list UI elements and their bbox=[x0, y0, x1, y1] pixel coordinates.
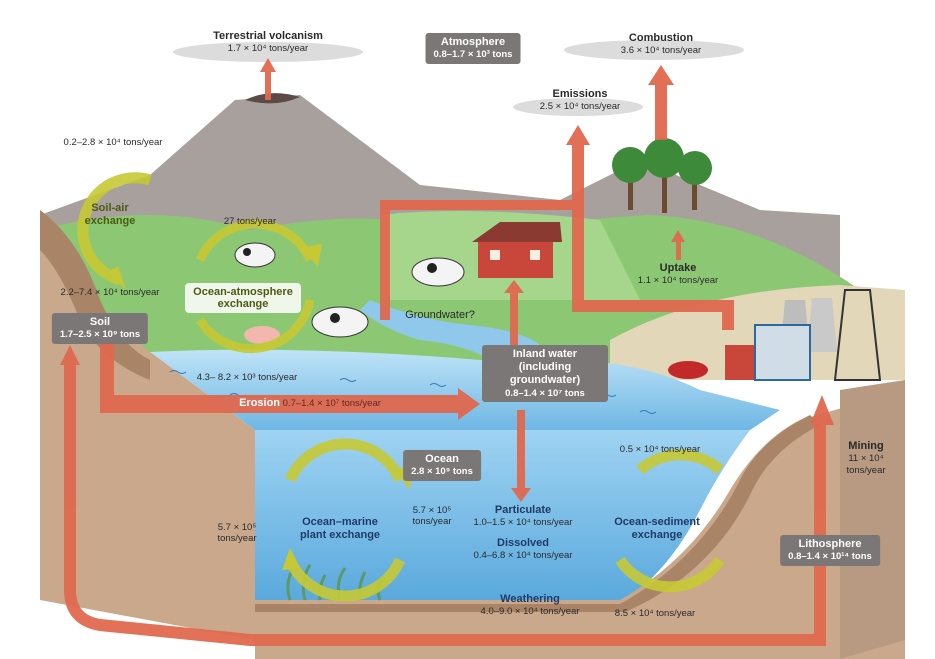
soil-air-exchange-text: Soil-air exchange bbox=[84, 202, 136, 228]
atmosphere-title: Atmosphere bbox=[440, 36, 506, 48]
arrow-erosion bbox=[100, 330, 114, 405]
groundwater-label: Groundwater? bbox=[405, 309, 475, 321]
weathering-rate: 4.0–9.0 × 10⁴ tons/year bbox=[480, 606, 580, 618]
arrow-uptake bbox=[676, 240, 681, 260]
soil-air-exchange-label: Soil-air exchange bbox=[75, 202, 145, 228]
erosion-rate: 0.7–1.4 × 10⁷ tons/year bbox=[282, 398, 381, 409]
arrow-volcanism bbox=[265, 70, 271, 100]
ocean-marine-rate-left: 5.7 × 10⁵ tons/year bbox=[217, 522, 257, 545]
arrow-emissions bbox=[572, 140, 584, 310]
ocean-atmosphere-rate-top: 27 tons/year bbox=[223, 216, 277, 227]
ocean-sediment-exchange-label: Ocean-sediment exchange bbox=[607, 516, 707, 542]
trees bbox=[612, 138, 712, 213]
lithosphere-title: Lithosphere bbox=[798, 538, 862, 550]
ocean-sediment-rate-top: 0.5 × 10⁴ tons/year bbox=[619, 444, 701, 455]
loop-soil-air bbox=[77, 172, 152, 286]
soil-title: Soil bbox=[89, 316, 111, 328]
mining-title: Mining bbox=[848, 440, 884, 452]
dissolved-title: Dissolved bbox=[497, 537, 549, 549]
arrow-inland-water-up bbox=[510, 290, 518, 345]
soil-box: Soil 1.7–2.5 × 10⁹ tons bbox=[51, 313, 149, 344]
lithosphere-amount: 0.8–1.4 × 10¹⁴ tons bbox=[788, 551, 872, 563]
ocean-marine-exchange-text: Ocean–marine plant exchange bbox=[299, 516, 381, 542]
loop-ocean-marine bbox=[284, 438, 406, 602]
bedrock-right-face bbox=[840, 380, 905, 659]
soil-air-rate-top: 0.2–2.8 × 10⁴ tons/year bbox=[63, 137, 163, 148]
ocean-sediment-rate-bottom: 8.5 × 10⁴ tons/year bbox=[614, 608, 696, 619]
terrestrial-volcanism-rate: 1.7 × 10⁴ tons/year bbox=[227, 43, 309, 55]
label-uptake: Uptake 1.1 × 10⁴ tons/year bbox=[638, 262, 718, 287]
emissions-title: Emissions bbox=[552, 88, 608, 100]
exchange-arrows bbox=[77, 172, 725, 602]
combustion-title: Combustion bbox=[628, 32, 694, 44]
arrow-weathering bbox=[64, 360, 826, 646]
combustion-rate: 3.6 × 10⁴ tons/year bbox=[620, 45, 702, 57]
farm-house bbox=[472, 222, 562, 278]
volcano-crater bbox=[245, 93, 300, 104]
mining-rate: 11 × 10⁴ tons/year bbox=[846, 453, 886, 476]
label-erosion: Erosion 0.7–1.4 × 10⁷ tons/year bbox=[239, 397, 381, 410]
label-weathering: Weathering 4.0–9.0 × 10⁴ tons/year bbox=[481, 593, 580, 618]
soil-amount: 1.7–2.5 × 10⁹ tons bbox=[59, 329, 141, 341]
label-combustion: Combustion 3.6 × 10⁴ tons/year bbox=[621, 32, 701, 57]
ocean-amount: 2.8 × 10⁹ tons bbox=[411, 466, 473, 478]
inland-water-box: Inland water (including groundwater) 0.8… bbox=[482, 345, 608, 402]
sediment-layer bbox=[255, 390, 905, 659]
ocean-title: Ocean bbox=[425, 453, 459, 465]
animals bbox=[234, 242, 465, 344]
particulate-title: Particulate bbox=[494, 504, 552, 516]
ocean-atmosphere-rate-bottom: 4.3– 8.2 × 10³ tons/year bbox=[196, 372, 298, 383]
inland-water-title: Inland water (including groundwater) bbox=[509, 348, 581, 387]
ocean-sediment-exchange-text: Ocean-sediment exchange bbox=[614, 516, 700, 542]
sediment-dark-band bbox=[255, 415, 820, 612]
label-particulate: Particulate 1.0–1.5 × 10⁴ tons/year bbox=[474, 504, 573, 529]
arrow-house-emissions bbox=[380, 200, 390, 320]
atmosphere-box: Atmosphere 0.8–1.7 × 10³ tons bbox=[425, 33, 521, 64]
loop-ocean-atmosphere bbox=[195, 219, 315, 354]
ocean-marine-rate-right: 5.7 × 10⁵ tons/year bbox=[412, 505, 452, 528]
soil-air-rate-bottom: 2.2–7.4 × 10⁴ tons/year bbox=[60, 287, 160, 298]
label-dissolved: Dissolved 0.4–6.8 × 10⁴ tons/year bbox=[474, 537, 573, 562]
loop-ocean-sediment bbox=[615, 449, 725, 593]
inland-water-amount: 0.8–1.4 × 10⁷ tons bbox=[505, 387, 585, 399]
ocean-marine-exchange-label: Ocean–marine plant exchange bbox=[290, 516, 390, 542]
flux-arrows bbox=[60, 58, 834, 646]
arrow-to-ocean bbox=[517, 410, 525, 490]
label-emissions: Emissions 2.5 × 10⁴ tons/year bbox=[540, 88, 620, 113]
erosion-title: Erosion bbox=[239, 397, 281, 409]
lithosphere-box: Lithosphere 0.8–1.4 × 10¹⁴ tons bbox=[780, 535, 880, 566]
atmosphere-amount: 0.8–1.7 × 10³ tons bbox=[433, 49, 513, 61]
label-mining: Mining 11 × 10⁴ tons/year bbox=[836, 440, 896, 476]
uptake-title: Uptake bbox=[659, 262, 697, 274]
label-terrestrial-volcanism: Terrestrial volcanism 1.7 × 10⁴ tons/yea… bbox=[213, 30, 323, 55]
clouds bbox=[173, 40, 744, 116]
dissolved-rate: 0.4–6.8 × 10⁴ tons/year bbox=[473, 550, 573, 562]
uptake-rate: 1.1 × 10⁴ tons/year bbox=[637, 275, 719, 287]
weathering-title: Weathering bbox=[500, 593, 560, 605]
particulate-rate: 1.0–1.5 × 10⁴ tons/year bbox=[473, 517, 573, 529]
emissions-rate: 2.5 × 10⁴ tons/year bbox=[539, 101, 621, 113]
industrial-plant bbox=[668, 289, 882, 381]
ocean-atmosphere-exchange-label: Ocean-atmosphere exchange bbox=[185, 283, 301, 313]
ocean-box: Ocean 2.8 × 10⁹ tons bbox=[403, 450, 481, 481]
arrow-combustion bbox=[655, 80, 667, 140]
terrestrial-volcanism-title: Terrestrial volcanism bbox=[213, 30, 323, 42]
